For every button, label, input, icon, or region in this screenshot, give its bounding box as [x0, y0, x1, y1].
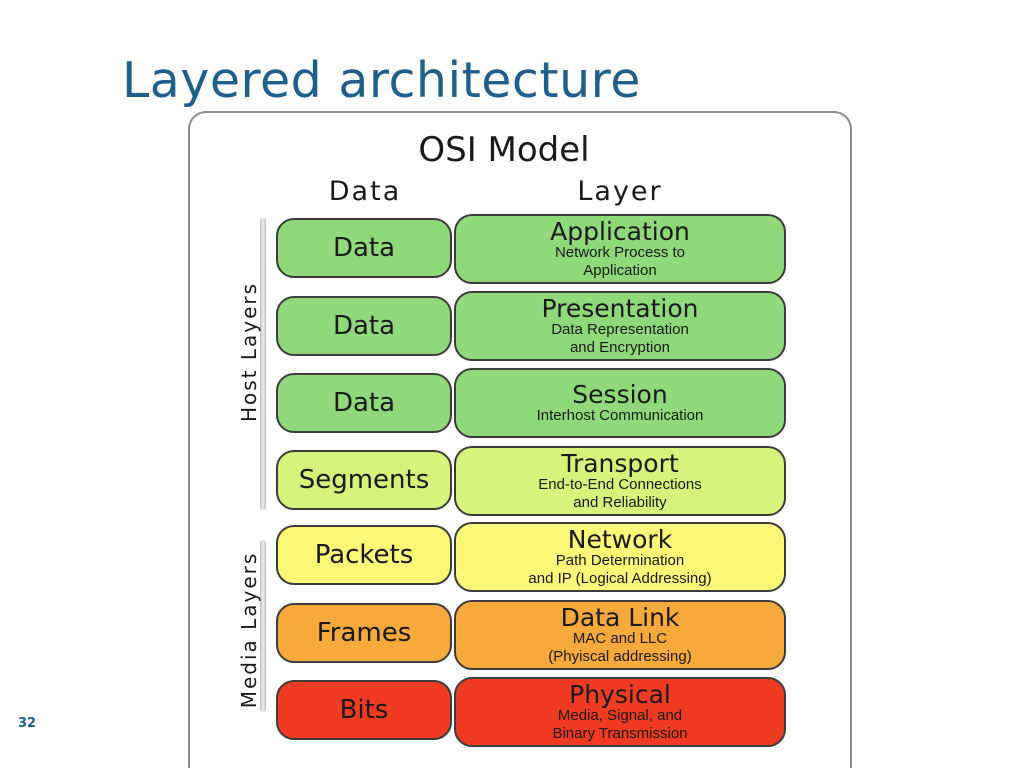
host-layers-label: Host Layers [237, 281, 261, 423]
layer-session: Session Interhost Communication [454, 368, 786, 438]
host-layers-bracket [260, 218, 266, 510]
pdu-data-presentation: Data [276, 296, 452, 356]
layer-name: Application [550, 216, 690, 246]
layer-name: Data Link [560, 602, 680, 632]
pdu-label: Bits [339, 695, 389, 725]
layer-description: Media, Signal, and [557, 706, 683, 724]
layer-data-link: Data Link MAC and LLC (Phyiscal addressi… [454, 600, 786, 670]
pdu-frames-data-link: Frames [276, 603, 452, 663]
layer-presentation: Presentation Data Representation and Enc… [454, 291, 786, 361]
layer-name: Presentation [541, 293, 699, 323]
layer-description: and Reliability [573, 493, 667, 511]
pdu-label: Frames [316, 618, 412, 648]
osi-title: OSI Model [418, 130, 590, 170]
layer-description: Application [583, 261, 657, 279]
slide-number: 32 [18, 716, 37, 731]
pdu-label: Data [332, 233, 396, 263]
layer-description: (Phyiscal addressing) [548, 647, 692, 665]
pdu-label: Packets [314, 540, 414, 570]
layer-description: Path Determination [555, 551, 685, 569]
layer-application: Application Network Process to Applicati… [454, 214, 786, 284]
layer-network: Network Path Determination and IP (Logic… [454, 522, 786, 592]
layer-name: Network [567, 524, 673, 554]
layer-name: Transport [561, 448, 679, 478]
media-layers-bracket [260, 540, 266, 712]
layer-physical: Physical Media, Signal, and Binary Trans… [454, 677, 786, 747]
pdu-packets-network: Packets [276, 525, 452, 585]
pdu-data-session: Data [276, 373, 452, 433]
layer-description: Interhost Communication [536, 406, 704, 424]
pdu-data-application: Data [276, 218, 452, 278]
slide-title: Layered architecture [122, 52, 641, 109]
layer-description: MAC and LLC [572, 629, 668, 647]
layer-description: End-to-End Connections [538, 475, 702, 493]
layer-name: Physical [569, 679, 671, 709]
layer-transport: Transport End-to-End Connections and Rel… [454, 446, 786, 516]
layer-description: and Encryption [569, 338, 671, 356]
layer-description: Network Process to [554, 243, 686, 261]
pdu-label: Data [332, 388, 396, 418]
media-layers-label: Media Layers [237, 551, 261, 709]
column-header-layer: Layer [577, 176, 663, 207]
pdu-label: Data [332, 311, 396, 341]
pdu-bits-physical: Bits [276, 680, 452, 740]
pdu-segments-transport: Segments [276, 450, 452, 510]
pdu-label: Segments [298, 465, 430, 495]
layer-name: Session [572, 379, 668, 409]
layer-description: and IP (Logical Addressing) [528, 569, 712, 587]
column-header-data: Data [328, 176, 402, 207]
layer-description: Data Representation [551, 320, 689, 338]
layer-description: Binary Transmission [552, 724, 688, 742]
